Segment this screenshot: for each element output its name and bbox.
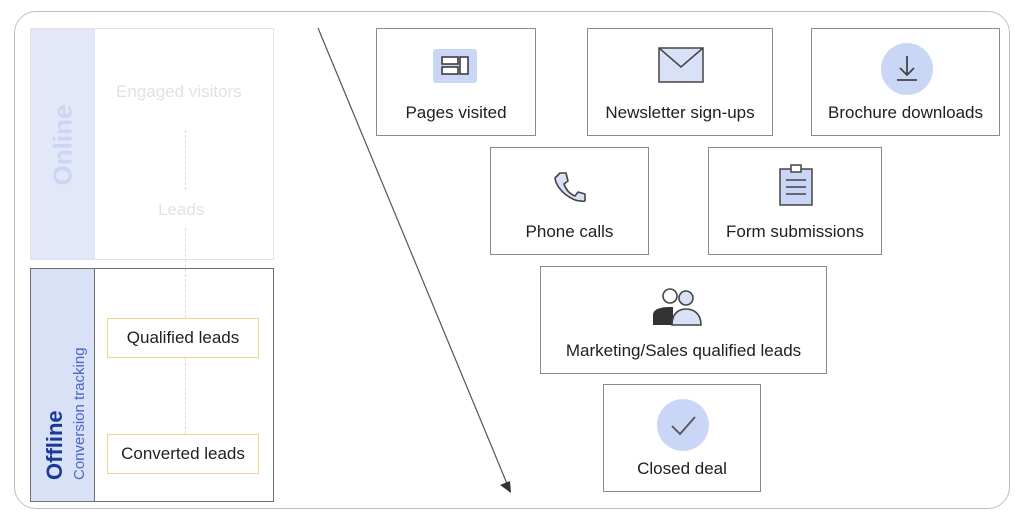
pages-visited-card: Pages visited	[376, 28, 536, 136]
phone-calls-label: Phone calls	[525, 222, 614, 241]
phone-icon	[554, 172, 586, 202]
conversion-tracking-label: Conversion tracking	[71, 347, 88, 480]
pages-icon	[433, 49, 477, 83]
envelope-icon	[658, 47, 704, 83]
phone-calls-card: Phone calls	[490, 147, 649, 255]
clipboard-icon	[779, 164, 813, 206]
offline-strip	[31, 269, 95, 501]
download-icon	[881, 43, 933, 95]
qualified-leads-label: Marketing/Sales qualified leads	[565, 341, 802, 360]
offline-label: Offline	[42, 410, 67, 480]
newsletter-card: Newsletter sign-ups	[587, 28, 773, 136]
connector-dashed	[185, 358, 186, 434]
closed-deal-card: Closed deal	[603, 384, 761, 492]
engaged-visitors-label: Engaged visitors	[116, 82, 242, 101]
online-panel: Online	[30, 28, 274, 260]
offline-panel: Offline Conversion tracking	[30, 268, 274, 502]
brochure-card: Brochure downloads	[811, 28, 1000, 136]
qualified-leads-card: Marketing/Sales qualified leads	[540, 266, 827, 374]
online-label: Online	[47, 104, 78, 186]
brochure-label: Brochure downloads	[828, 103, 983, 122]
connector-dashed	[185, 228, 186, 318]
form-submissions-card: Form submissions	[708, 147, 882, 255]
form-submissions-label: Form submissions	[726, 222, 864, 241]
leads-label: Leads	[158, 200, 205, 219]
pages-visited-label: Pages visited	[405, 103, 507, 122]
qualified-leads-box: Qualified leads	[107, 318, 259, 358]
connector-dashed	[185, 130, 186, 190]
newsletter-label: Newsletter sign-ups	[605, 103, 755, 122]
people-icon	[653, 288, 702, 326]
checkmark-icon	[657, 399, 709, 451]
converted-leads-box: Converted leads	[107, 434, 259, 474]
closed-deal-label: Closed deal	[637, 459, 727, 478]
online-strip	[31, 29, 95, 259]
